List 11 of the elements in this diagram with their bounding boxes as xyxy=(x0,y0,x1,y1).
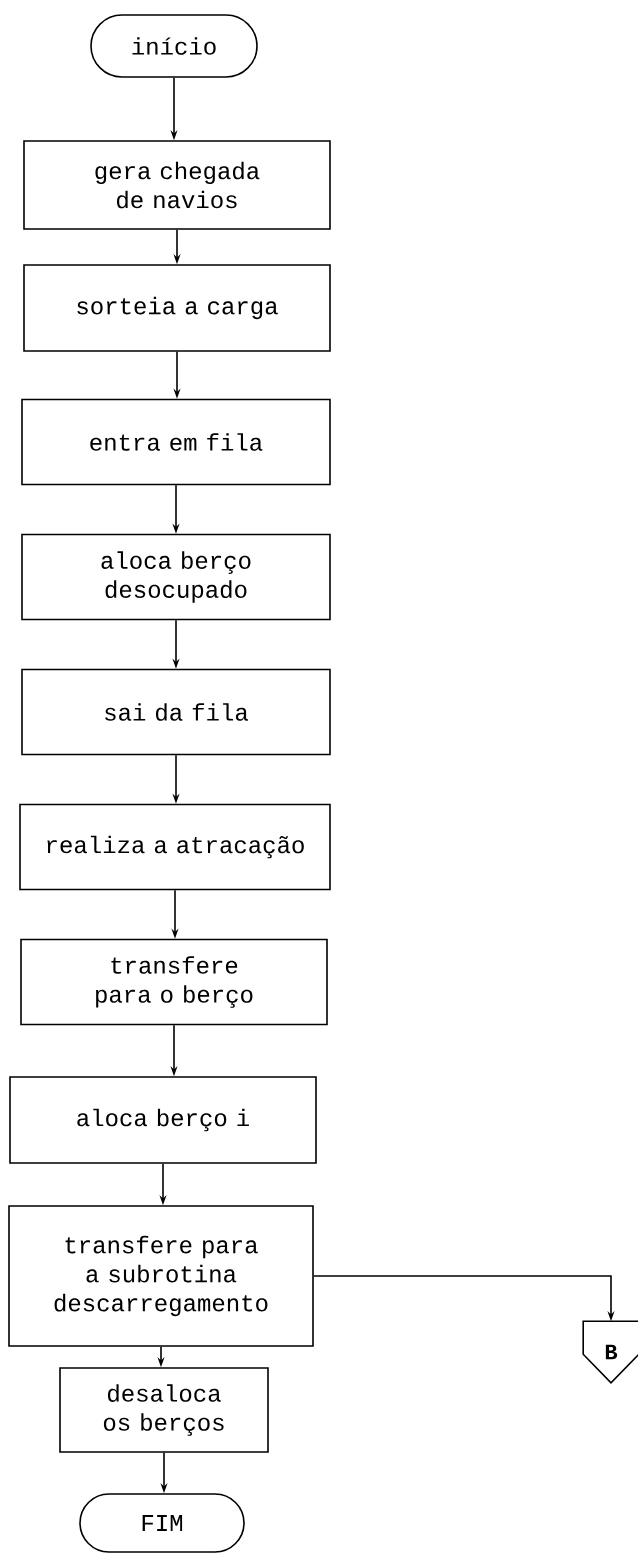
process-box: gera chegada de navios xyxy=(23,140,331,230)
process-box: transfere para a subrotina descarregamento xyxy=(8,1205,314,1347)
process-box: entra em fila xyxy=(21,398,331,486)
process-box: sorteia a carga xyxy=(23,264,331,352)
process-box: aloca berço i xyxy=(9,1076,317,1164)
process-box: transfere para o berço xyxy=(20,938,328,1026)
process-box: sai da fila xyxy=(21,668,331,756)
process-box: realiza a atracação xyxy=(19,803,331,891)
process-box: aloca berço desocupado xyxy=(21,533,331,621)
off-page-connector: B xyxy=(582,1320,638,1384)
process-box: desaloca os berços xyxy=(59,1367,269,1453)
